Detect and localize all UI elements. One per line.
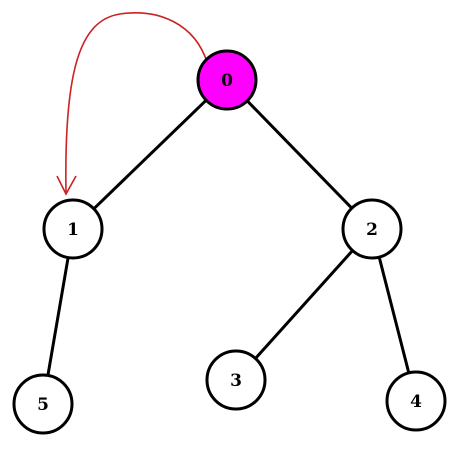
node-label: 4 <box>410 392 422 412</box>
nodes-layer: 0 1 2 3 4 5 <box>12 49 447 435</box>
node-0: 0 <box>196 49 258 111</box>
node-label: 0 <box>221 71 233 91</box>
node-circle <box>42 198 104 260</box>
edge-2-3 <box>253 249 355 360</box>
node-circle <box>385 370 447 432</box>
node-circle <box>341 198 403 260</box>
edge-0-1 <box>92 98 208 211</box>
node-label: 1 <box>67 220 79 240</box>
node-circle <box>205 349 267 411</box>
arrow-head-icon <box>56 175 77 196</box>
edge-0-2 <box>245 99 354 210</box>
node-label: 5 <box>37 395 49 415</box>
node-label: 3 <box>230 371 242 391</box>
node-5: 5 <box>12 373 74 435</box>
node-3: 3 <box>205 349 267 411</box>
node-label: 2 <box>366 220 378 240</box>
edge-2-4 <box>377 255 411 375</box>
edges-layer <box>46 98 411 377</box>
node-1: 1 <box>42 198 104 260</box>
node-4: 4 <box>385 370 447 432</box>
node-circle <box>12 373 74 435</box>
edge-1-5 <box>46 256 70 377</box>
highlighted-node-circle <box>196 49 258 111</box>
traversal-arrow <box>65 12 208 193</box>
node-2: 2 <box>341 198 403 260</box>
